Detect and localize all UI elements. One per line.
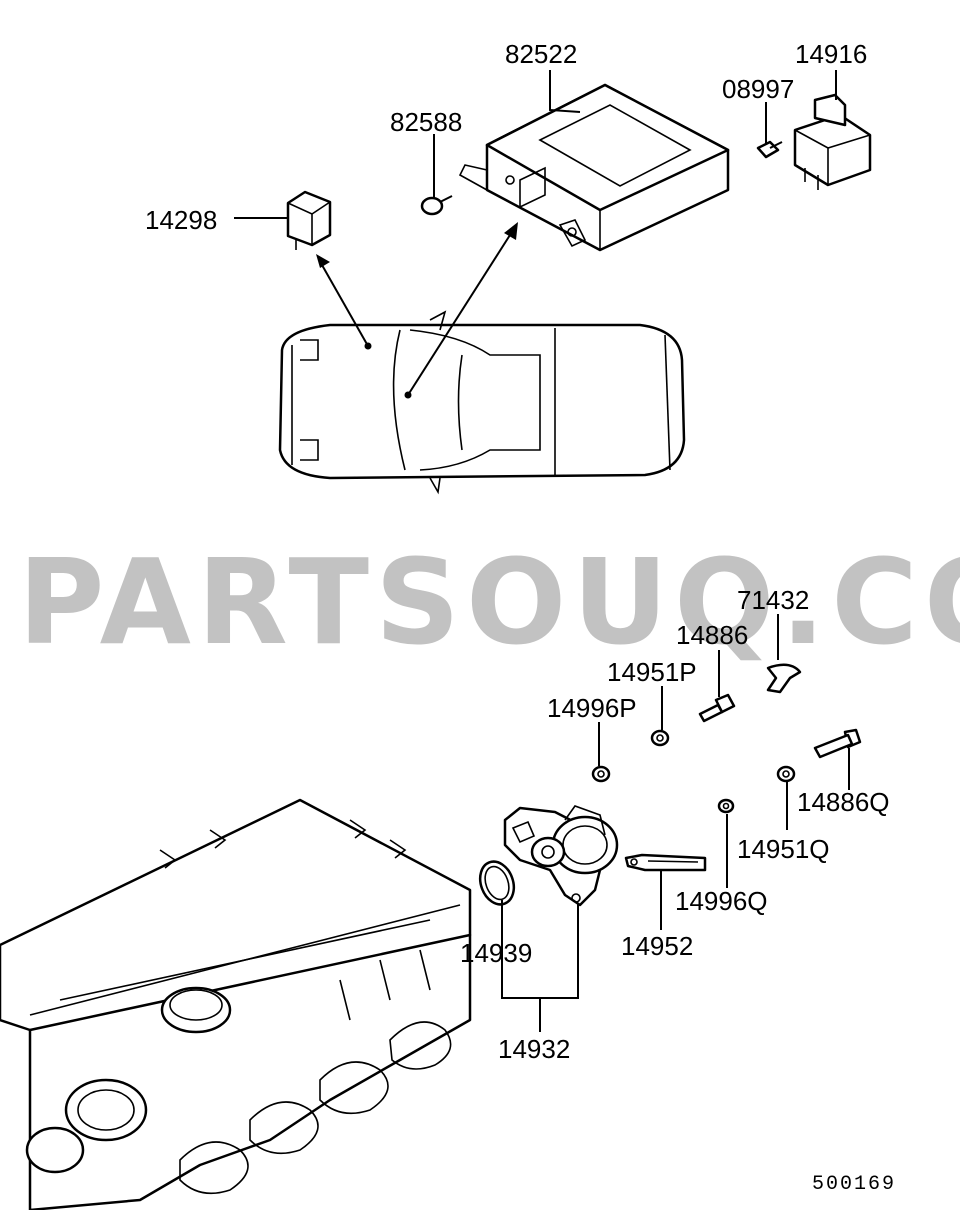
label-14996q: 14996Q <box>675 886 768 916</box>
diagram-code: 500169 <box>812 1173 896 1196</box>
o-ring-14939-part[interactable] <box>474 857 519 909</box>
bolt-14886q-part[interactable] <box>813 728 862 759</box>
label-14996p: 14996P <box>547 693 637 723</box>
label-08997: 08997 <box>722 74 794 104</box>
engine-cylinder-head <box>0 798 472 1210</box>
pointer-arrow-ecu <box>404 222 518 399</box>
label-14951q: 14951Q <box>737 834 830 864</box>
label-14298: 14298 <box>145 205 217 235</box>
label-14886: 14886 <box>676 620 748 650</box>
washer-14951p-part[interactable] <box>650 729 670 747</box>
label-14886q: 14886Q <box>797 787 890 817</box>
label-14952: 14952 <box>621 931 693 961</box>
car-body-outline <box>278 310 686 495</box>
washer-14951q-part[interactable] <box>776 765 796 783</box>
relay-14298-part[interactable] <box>286 190 332 250</box>
label-82522: 82522 <box>505 39 577 69</box>
ecu-unit-part[interactable] <box>458 83 730 252</box>
leader-82522 <box>549 70 581 113</box>
relay-14916-part[interactable] <box>793 93 872 190</box>
label-82588: 82588 <box>390 107 462 137</box>
bracket-14952-part[interactable] <box>624 853 707 872</box>
screw-82588-part[interactable] <box>420 195 453 216</box>
pointer-arrow-relay <box>316 254 372 350</box>
bolt-08997-part[interactable] <box>756 140 783 159</box>
clip-71432-part[interactable] <box>766 663 802 694</box>
label-14951p: 14951P <box>607 657 697 687</box>
throttle-position-sensor-part[interactable] <box>503 805 619 907</box>
bolt-14886-part[interactable] <box>698 693 736 723</box>
label-14939: 14939 <box>460 938 532 968</box>
washer-14996p-part[interactable] <box>591 765 611 783</box>
watermark-text: PARTSOUQ.COM <box>18 533 960 671</box>
label-71432: 71432 <box>737 585 809 615</box>
washer-14996q-part[interactable] <box>717 798 735 814</box>
label-14932: 14932 <box>498 1034 570 1064</box>
label-14916: 14916 <box>795 39 867 69</box>
